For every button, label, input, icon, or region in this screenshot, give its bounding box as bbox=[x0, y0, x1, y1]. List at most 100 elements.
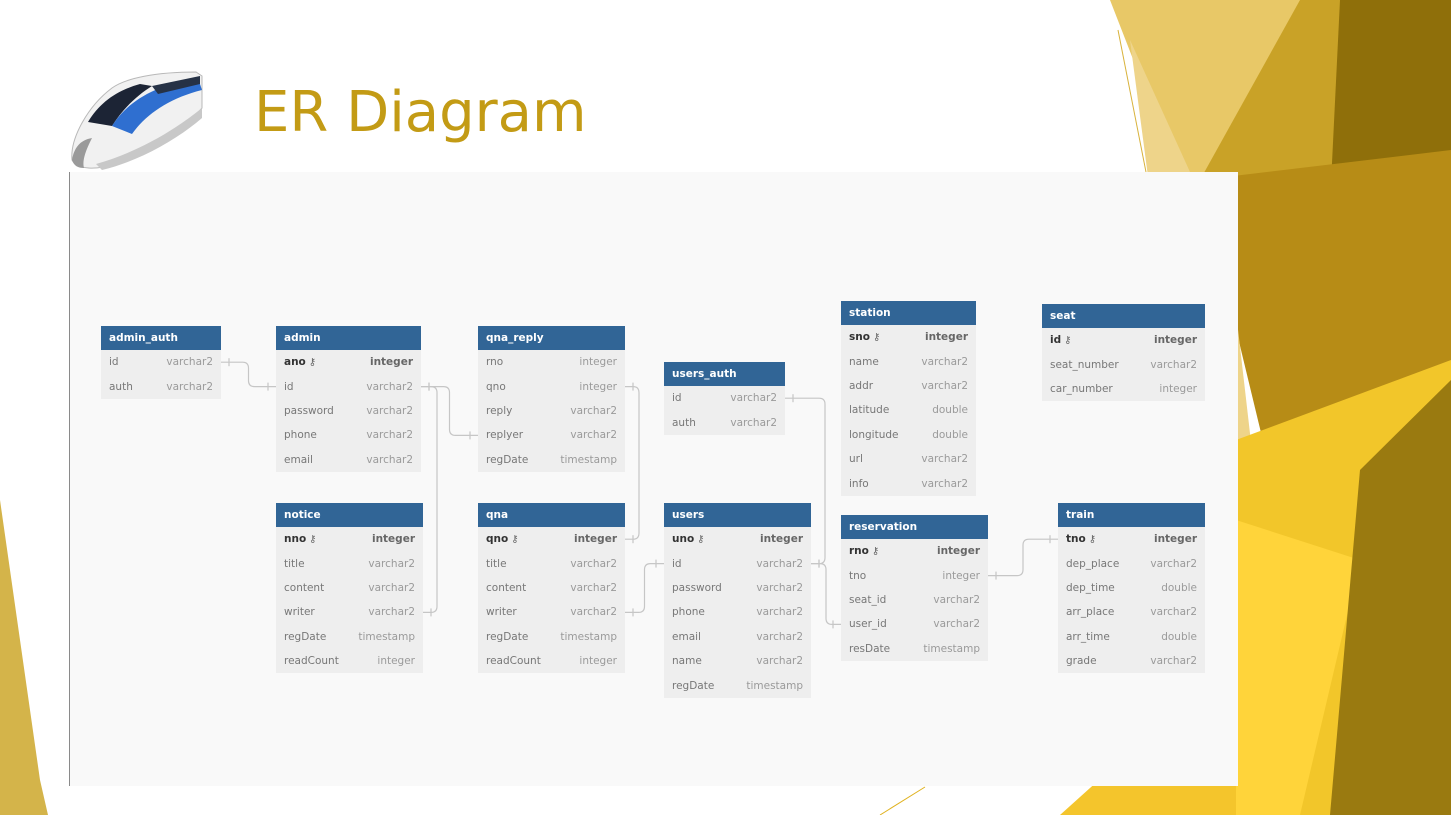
field-name-cell: auth bbox=[109, 381, 133, 393]
field-name: user_id bbox=[849, 618, 887, 631]
field-type: integer bbox=[573, 533, 617, 546]
field-name: resDate bbox=[849, 642, 891, 655]
key-icon: ⚷ bbox=[309, 534, 317, 546]
table-row[interactable]: ano⚷integer bbox=[276, 350, 421, 374]
field-name-cell: reply bbox=[486, 405, 512, 417]
field-type: timestamp bbox=[358, 630, 415, 643]
field-type: varchar2 bbox=[1150, 358, 1197, 371]
field-name: qno bbox=[486, 533, 509, 546]
field-name: car_number bbox=[1050, 382, 1113, 395]
field-name: id bbox=[109, 356, 119, 369]
table-row[interactable]: car_number integer bbox=[1042, 377, 1205, 401]
field-name-cell: title bbox=[284, 558, 305, 570]
table-row[interactable]: uno⚷integer bbox=[664, 527, 811, 551]
table-row[interactable]: rno⚷integer bbox=[841, 539, 988, 563]
field-name: id bbox=[284, 380, 294, 393]
field-name-cell: nno⚷ bbox=[284, 533, 317, 545]
field-type: integer bbox=[1159, 382, 1197, 395]
field-name: url bbox=[849, 453, 863, 466]
table-row[interactable]: qno⚷integer bbox=[478, 527, 625, 551]
field-name: email bbox=[284, 453, 313, 466]
field-name: auth bbox=[672, 416, 696, 429]
field-name-cell: name bbox=[672, 655, 702, 667]
table-header: users_auth bbox=[664, 362, 785, 386]
field-type: integer bbox=[579, 356, 617, 369]
field-name: title bbox=[284, 557, 305, 570]
field-name-cell: sno⚷ bbox=[849, 331, 880, 343]
field-name-cell: arr_place bbox=[1066, 606, 1114, 618]
train-windshield bbox=[88, 84, 152, 126]
table-row[interactable]: id⚷integer bbox=[1042, 328, 1205, 352]
table-row[interactable]: nno⚷integer bbox=[276, 527, 423, 551]
field-type: integer bbox=[759, 533, 803, 546]
field-name: regDate bbox=[486, 453, 529, 466]
field-name: rno bbox=[849, 545, 869, 558]
table-row[interactable]: sno⚷integer bbox=[841, 325, 976, 349]
table-header: reservation bbox=[841, 515, 988, 539]
field-type: integer bbox=[369, 356, 413, 369]
field-type: varchar2 bbox=[368, 581, 415, 594]
key-icon: ⚷ bbox=[308, 357, 317, 369]
field-type: integer bbox=[377, 655, 415, 668]
table-row[interactable]: tno⚷integer bbox=[1058, 527, 1205, 551]
field-name-cell: replyer bbox=[486, 429, 523, 441]
field-name-cell: regDate bbox=[486, 454, 528, 466]
